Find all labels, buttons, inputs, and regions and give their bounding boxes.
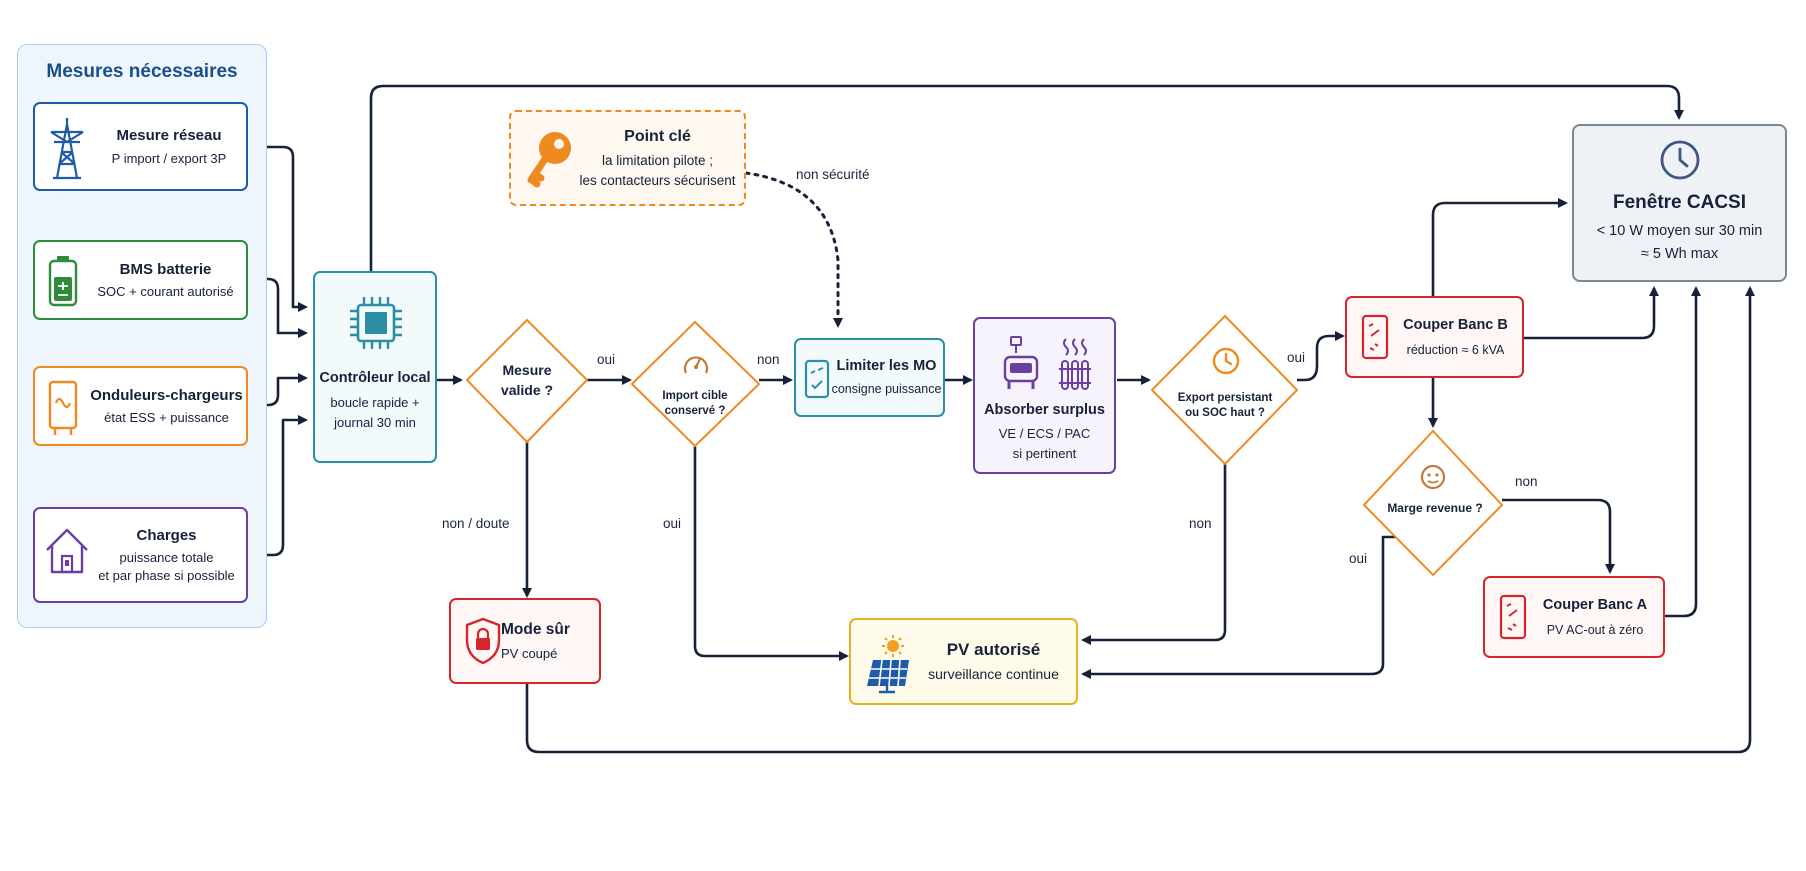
limit-mo-sub: consigne puissance	[831, 382, 942, 396]
chip-icon	[350, 297, 402, 349]
safe-mode-sub: PV coupé	[501, 645, 558, 661]
safe-mode-title: Mode sûr	[501, 620, 570, 638]
panel-title: Mesures nécessaires	[46, 61, 238, 82]
decision-import-l2: conservé ?	[664, 404, 726, 417]
decision-valid-l1: Mesure	[502, 362, 552, 378]
controller-sub1: boucle rapide +	[330, 395, 420, 410]
inverter-icon	[48, 380, 78, 435]
key-icon	[527, 132, 571, 188]
absorb-sub2: si pertinent	[1012, 446, 1077, 461]
grid-measure-sub: P import / export 3P	[111, 150, 227, 166]
decision-import-l1: Import cible	[662, 389, 728, 402]
loads-sub2: et par phase si possible	[98, 567, 235, 583]
power-pylon-icon	[50, 118, 84, 180]
decision-margin-l1: Marge revenue ?	[1387, 501, 1483, 515]
label-non-export: non	[1189, 516, 1212, 531]
cut-bank-a-title: Couper Banc A	[1542, 596, 1648, 613]
label-non-margin: non	[1515, 474, 1538, 489]
decision-valid-l2: valide ?	[500, 382, 554, 398]
bms-battery-node[interactable]: BMS batterie SOC + courant autorisé	[33, 240, 248, 320]
limit-mo-node[interactable]: Limiter les MO consigne puissance	[794, 338, 945, 417]
gauge-face-icon	[1420, 464, 1446, 490]
wire-export-pv	[1081, 464, 1227, 645]
keypoint-sub1: la limitation pilote ;	[601, 152, 714, 168]
label-non-doute: non / doute	[442, 516, 510, 531]
wire-bankB-window-2	[1524, 286, 1659, 340]
keypoint-title: Point clé	[624, 127, 691, 145]
label-oui-import: oui	[663, 516, 682, 531]
heater-icon	[1059, 338, 1091, 390]
controller-title: Contrôleur local	[319, 370, 431, 386]
wire-bankA-window	[1665, 286, 1701, 618]
label-oui-export: oui	[1287, 350, 1306, 365]
decision-export-l1: Export persistant	[1177, 391, 1273, 404]
pv-allowed-sub: surveillance continue	[928, 666, 1059, 682]
cacsi-title: Fenêtre CACSI	[1612, 192, 1747, 213]
loads-title: Charges	[136, 526, 197, 544]
cacsi-window-node[interactable]: Fenêtre CACSI < 10 W moyen sur 30 min ≈ …	[1572, 124, 1787, 282]
local-controller-node[interactable]: Contrôleur local boucle rapide + journal…	[313, 271, 437, 463]
cut-bank-b-node[interactable]: Couper Banc B réduction ≈ 6 kVA	[1345, 296, 1524, 378]
absorb-sub1: VE / ECS / PAC	[998, 426, 1091, 441]
wire-safe-window	[525, 286, 1755, 754]
clock-window-icon	[1660, 140, 1700, 180]
controller-sub2: journal 30 min	[334, 415, 416, 430]
inverters-sub: état ESS + puissance	[104, 409, 229, 425]
loads-node[interactable]: Charges puissance totale et par phase si…	[33, 507, 248, 603]
grid-measure-node[interactable]: Mesure réseau P import / export 3P	[33, 102, 248, 191]
wire-keypoint-limit	[744, 171, 843, 328]
inverters-title: Onduleurs-chargeurs	[90, 386, 243, 404]
switch-b-icon	[1361, 314, 1389, 360]
limit-device-icon	[804, 359, 830, 399]
inverters-node[interactable]: Onduleurs-chargeurs état ESS + puissance	[33, 366, 248, 446]
cut-bank-b-title: Couper Banc B	[1403, 316, 1508, 333]
limit-mo-title: Limiter les MO	[836, 358, 937, 374]
decision-valid[interactable]: Mesure valide ?	[472, 355, 582, 405]
safe-mode-node[interactable]: Mode sûr PV coupé	[449, 598, 601, 684]
label-oui-margin: oui	[1349, 551, 1368, 566]
cacsi-sub1: < 10 W moyen sur 30 min	[1596, 223, 1763, 239]
label-non-securite: non sécurité	[796, 167, 870, 182]
shield-lock-icon	[465, 617, 501, 665]
bms-battery-sub: SOC + courant autorisé	[97, 283, 234, 299]
label-oui-valid: oui	[597, 352, 616, 367]
absorb-surplus-node[interactable]: Absorber surplus VE / ECS / PAC si perti…	[973, 317, 1116, 474]
decision-export-l2: ou SOC haut ?	[1185, 406, 1265, 419]
wire-bankB-window	[1431, 198, 1568, 296]
battery-icon	[48, 256, 78, 307]
decision-export[interactable]: Export persistant ou SOC haut ?	[1165, 385, 1285, 425]
grid-measure-title: Mesure réseau	[116, 126, 222, 144]
absorb-title: Absorber surplus	[984, 402, 1105, 418]
wire-import-pv	[693, 446, 849, 661]
cacsi-sub2: ≈ 5 Wh max	[1640, 246, 1719, 262]
label-non-import: non	[757, 352, 780, 367]
decision-margin[interactable]: Marge revenue ?	[1375, 498, 1495, 518]
pv-allowed-node[interactable]: PV autorisé surveillance continue	[849, 618, 1078, 705]
cut-bank-b-sub: réduction ≈ 6 kVA	[1406, 342, 1505, 357]
bms-battery-title: BMS batterie	[119, 260, 212, 278]
decision-import[interactable]: Import cible conservé ?	[645, 383, 745, 423]
house-icon	[46, 528, 88, 574]
solar-panel-icon	[867, 635, 909, 694]
gauge-icon	[683, 356, 709, 374]
keypoint-sub2: les contacteurs sécurisent	[579, 172, 736, 188]
wire-margin-bankA	[1502, 498, 1615, 574]
cut-bank-a-node[interactable]: Couper Banc A PV AC-out à zéro	[1483, 576, 1665, 658]
cut-bank-a-sub: PV AC-out à zéro	[1546, 622, 1644, 637]
pv-allowed-title: PV autorisé	[946, 640, 1041, 659]
ev-charger-icon	[1003, 336, 1039, 389]
keypoint-node: Point clé la limitation pilote ; les con…	[509, 110, 746, 206]
switch-a-icon	[1499, 594, 1527, 640]
loads-sub1: puissance totale	[119, 549, 214, 565]
clock-icon	[1212, 347, 1240, 375]
